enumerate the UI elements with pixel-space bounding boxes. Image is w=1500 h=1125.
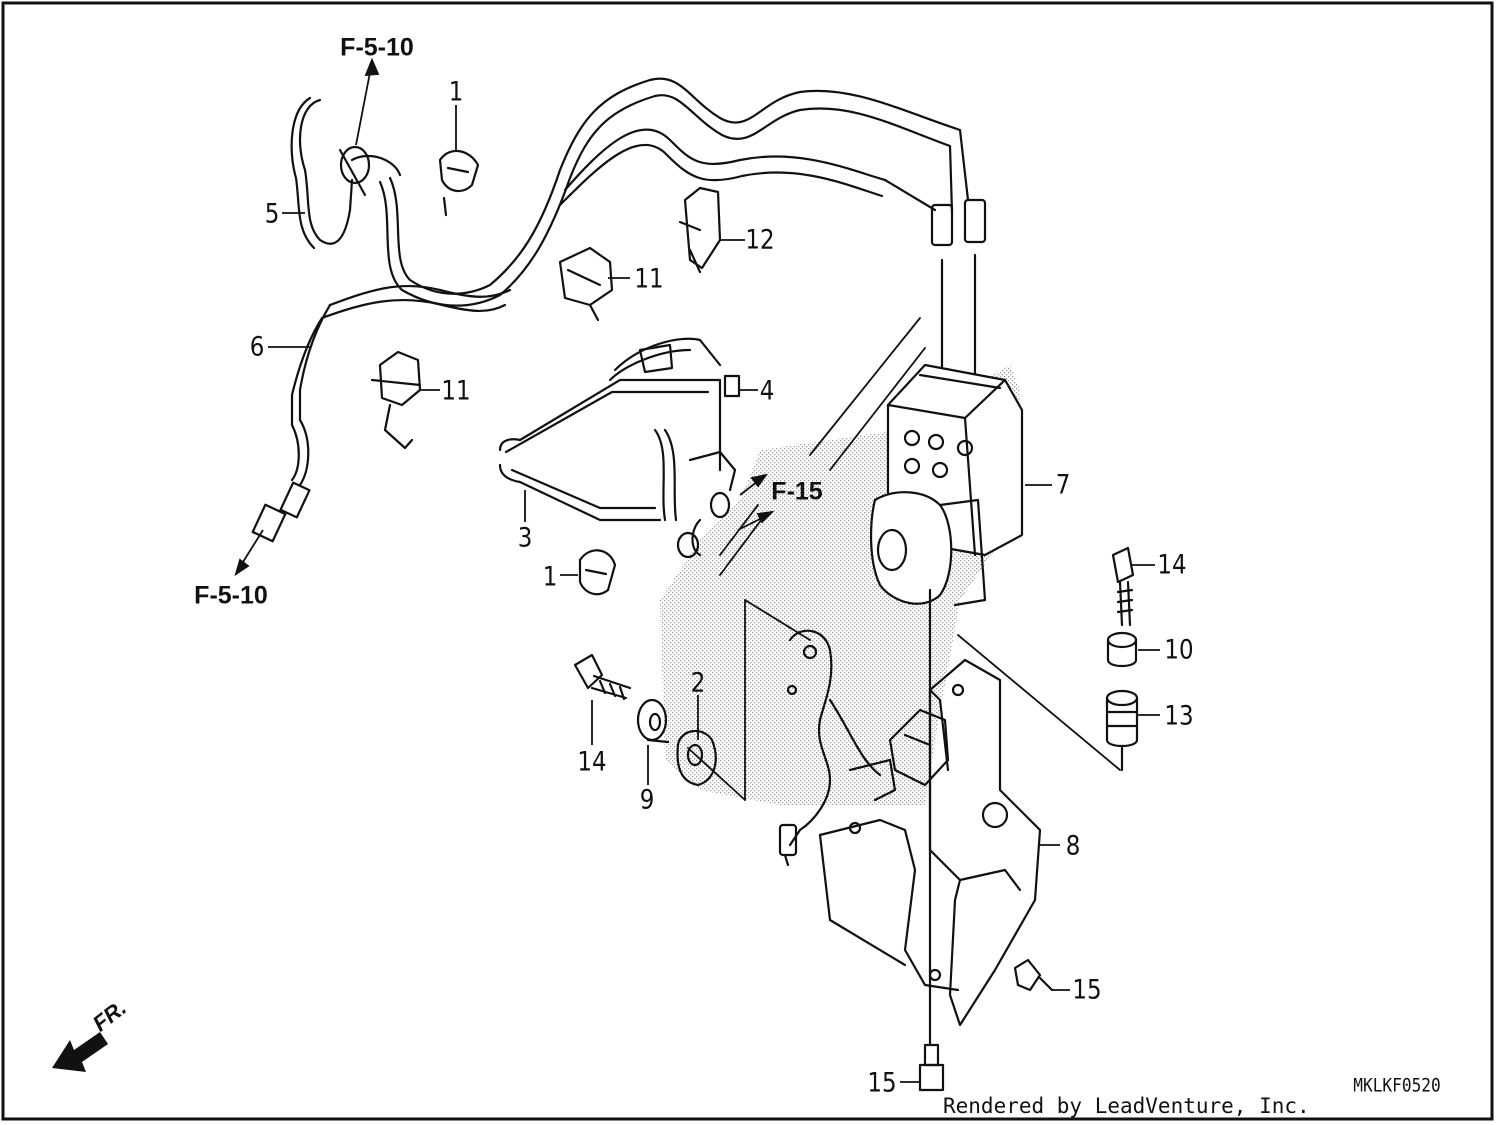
clip-12 (678, 186, 722, 274)
abs-modulator-7 (870, 363, 1024, 607)
brake-pipe-main (378, 77, 970, 307)
bolt-14-left (573, 653, 632, 701)
bolt-15-bottom (918, 1043, 945, 1092)
render-credit: Rendered by LeadVenture, Inc. (943, 1094, 1310, 1118)
callout-8[interactable]: 8 (1065, 830, 1081, 862)
callout-1-lower[interactable]: 1 (542, 561, 558, 593)
callout-4[interactable]: 4 (759, 375, 775, 407)
bolt-14-right (1111, 546, 1135, 627)
reference-left[interactable]: F-5-10 (194, 581, 268, 610)
clip-1-lower (578, 549, 617, 596)
wire-harness (778, 629, 882, 867)
front-arrow-icon (52, 1032, 108, 1072)
callout-15-bottom[interactable]: 15 (867, 1067, 897, 1099)
reference-mid[interactable]: F-15 (771, 477, 823, 506)
callout-2[interactable]: 2 (690, 667, 706, 699)
callout-12[interactable]: 12 (745, 224, 775, 256)
brake-pipe-3 (498, 337, 741, 559)
callout-6[interactable]: 6 (249, 331, 265, 363)
callout-15-right[interactable]: 15 (1072, 974, 1102, 1006)
assembly-lines (687, 317, 1121, 801)
brake-pipe-5 (290, 96, 402, 250)
clip-11-upper (558, 246, 614, 322)
reference-top[interactable]: F-5-10 (340, 33, 414, 62)
callout-13[interactable]: 13 (1164, 700, 1194, 732)
callout-9[interactable]: 9 (639, 784, 655, 816)
callout-7[interactable]: 7 (1055, 469, 1071, 501)
callout-3[interactable]: 3 (517, 522, 533, 554)
collar-10 (1106, 631, 1138, 668)
callout-14-right[interactable]: 14 (1157, 549, 1187, 581)
callout-5[interactable]: 5 (264, 198, 280, 230)
rubber-mount-13 (1105, 689, 1139, 772)
bolt-15-right (1013, 958, 1054, 992)
grommet-2 (676, 729, 717, 787)
callout-10[interactable]: 10 (1164, 634, 1194, 666)
bracket-8 (818, 658, 1042, 1027)
callout-14-left[interactable]: 14 (577, 746, 607, 778)
brake-pipe-6 (251, 284, 512, 543)
callout-1-top[interactable]: 1 (448, 76, 464, 108)
clip-1-top (438, 149, 480, 217)
washer-9 (636, 698, 670, 744)
diagram-code: MKLKF0520 (1353, 1074, 1441, 1097)
clip-11-lower (370, 350, 422, 450)
callout-11-upper[interactable]: 11 (634, 263, 664, 295)
callout-11-lower[interactable]: 11 (441, 375, 471, 407)
leader-lines (234, 57, 1160, 1083)
